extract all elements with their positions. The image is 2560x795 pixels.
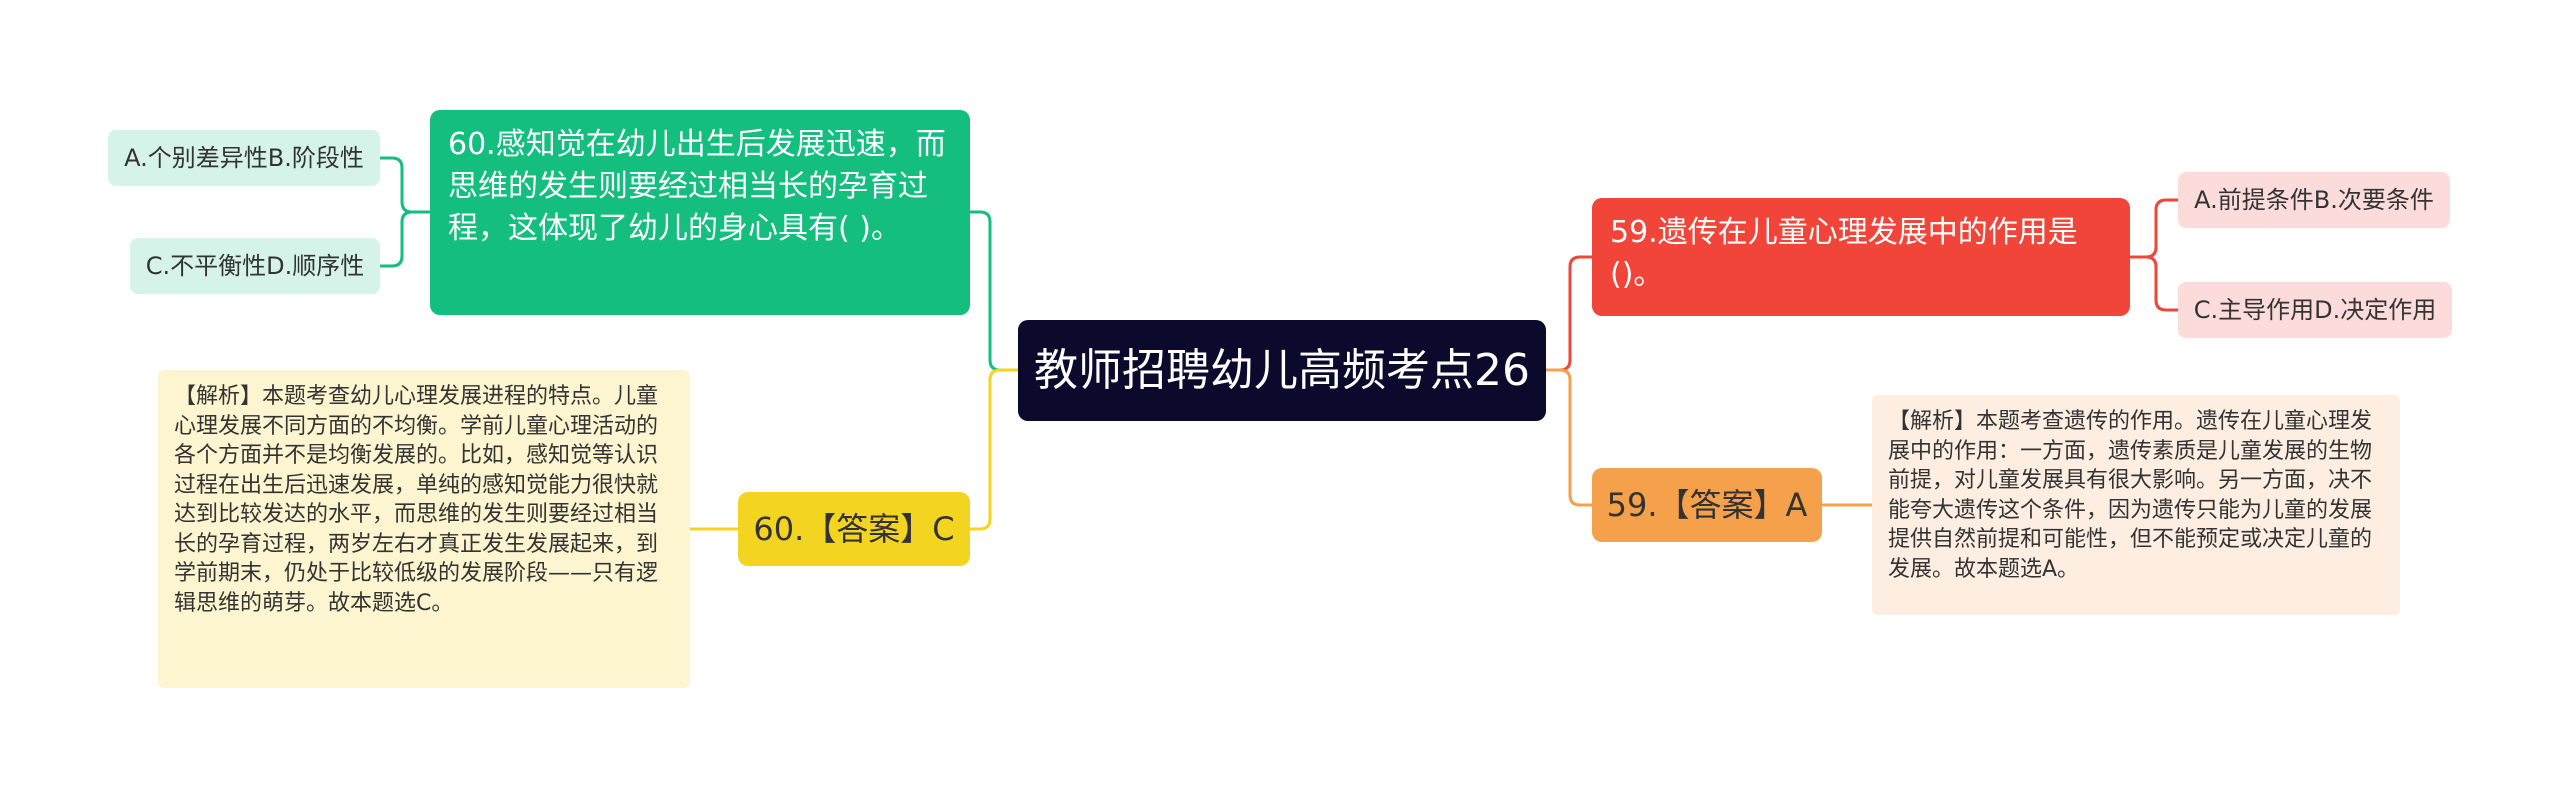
connector-root-answer60	[970, 368, 1018, 531]
explanation-60-node[interactable]: 【解析】本题考查幼儿心理发展进程的特点。儿童心理发展不同方面的不均衡。学前儿童心…	[158, 370, 690, 688]
question-60-node[interactable]: 60.感知觉在幼儿出生后发展迅速，而思维的发生则要经过相当长的孕育过程，这体现了…	[430, 110, 970, 315]
connector-question59-option1	[2130, 198, 2178, 259]
root-topic[interactable]: 教师招聘幼儿高频考点26	[1018, 320, 1546, 421]
connector-root-question60	[970, 210, 1018, 372]
option-59-ab[interactable]: A.前提条件B.次要条件	[2178, 172, 2450, 228]
option-59-cd[interactable]: C.主导作用D.决定作用	[2178, 282, 2452, 338]
answer-60-node[interactable]: 60.【答案】C	[738, 492, 970, 566]
connector-root-answer59	[1546, 368, 1592, 507]
question-59-node[interactable]: 59.遗传在儿童心理发展中的作用是()。	[1592, 198, 2130, 316]
connector-root-question59	[1546, 255, 1592, 372]
connector-question60-option2	[380, 210, 430, 268]
option-60-ab[interactable]: A.个别差异性B.阶段性	[108, 130, 380, 186]
option-60-cd[interactable]: C.不平衡性D.顺序性	[130, 238, 380, 294]
explanation-59-node[interactable]: 【解析】本题考查遗传的作用。遗传在儿童心理发展中的作用：一方面，遗传素质是儿童发…	[1872, 395, 2400, 615]
connector-question60-option1	[380, 156, 430, 214]
connector-question59-option2	[2130, 255, 2178, 312]
answer-59-node[interactable]: 59.【答案】A	[1592, 468, 1822, 542]
